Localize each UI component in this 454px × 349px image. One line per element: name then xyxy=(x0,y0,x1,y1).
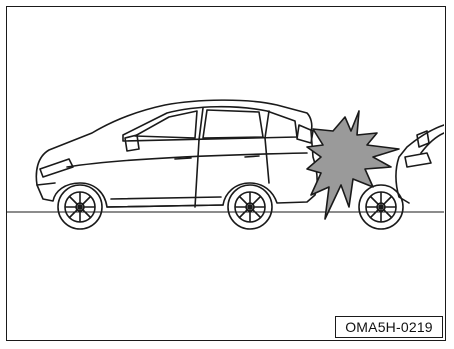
suv-front-wheel xyxy=(58,185,102,229)
figure-frame: OMA5H-0219 xyxy=(6,6,446,341)
rear-vehicle-front-wheel xyxy=(359,185,403,229)
rear-vehicle-partial-icon xyxy=(396,125,444,203)
suv-side-view-icon xyxy=(36,100,317,207)
suv-rear-wheel xyxy=(228,185,272,229)
figure-code-label: OMA5H-0219 xyxy=(335,316,443,338)
rear-end-collision-illustration xyxy=(7,7,444,339)
